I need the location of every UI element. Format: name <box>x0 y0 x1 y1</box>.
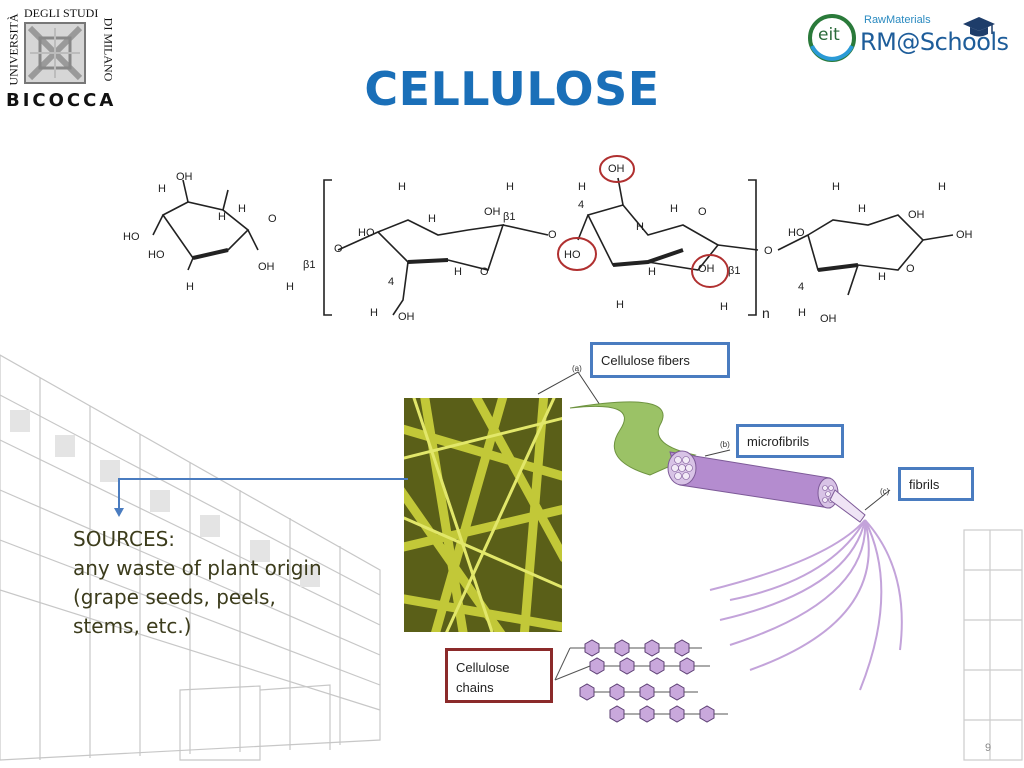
pointer-arrow <box>114 478 408 517</box>
svg-text:n: n <box>762 305 770 321</box>
svg-text:O: O <box>268 213 277 225</box>
svg-text:4: 4 <box>578 199 584 211</box>
cellulose-fiber-micrograph <box>404 398 562 632</box>
svg-text:H: H <box>616 299 624 311</box>
marker-b: (b) <box>720 440 730 449</box>
marker-c: (c) <box>880 487 890 496</box>
svg-text:O: O <box>764 245 773 257</box>
sources-heading: SOURCES: <box>73 527 176 551</box>
svg-text:H: H <box>238 203 246 215</box>
svg-text:HO: HO <box>788 227 805 239</box>
svg-text:OH: OH <box>820 313 837 325</box>
svg-text:4: 4 <box>798 281 804 293</box>
callout-fibrils: fibrils <box>898 467 974 501</box>
building-sketch-right <box>963 529 1023 761</box>
svg-text:OH: OH <box>398 311 415 323</box>
rm-schools-logo: eit RawMaterials RM@Schools <box>804 8 1018 68</box>
svg-text:HO: HO <box>123 231 140 243</box>
svg-text:OH: OH <box>608 163 625 175</box>
glucose-ring-4 <box>777 214 954 296</box>
svg-text:H: H <box>648 266 656 278</box>
svg-text:β1: β1 <box>503 211 515 223</box>
svg-text:4: 4 <box>388 276 394 288</box>
svg-text:HO: HO <box>564 249 581 261</box>
svg-text:O: O <box>698 206 707 218</box>
building-sketch <box>0 354 381 761</box>
svg-text:H: H <box>398 181 406 193</box>
graduation-cap-icon <box>963 17 995 37</box>
eit-label: eit <box>818 25 840 45</box>
svg-text:O: O <box>906 263 915 275</box>
callout-cellulose-fibers-label: Cellulose fibers <box>601 352 690 368</box>
svg-text:HO: HO <box>358 227 375 239</box>
university-emblem <box>24 22 86 84</box>
svg-text:H: H <box>938 181 946 193</box>
svg-text:HO: HO <box>148 249 165 261</box>
svg-text:O: O <box>548 229 557 241</box>
svg-text:O: O <box>334 243 343 255</box>
page-number: 9 <box>985 742 992 754</box>
svg-text:OH: OH <box>176 171 193 183</box>
marker-a: (a) <box>572 364 582 373</box>
svg-text:H: H <box>186 281 194 293</box>
callout-cellulose-fibers: Cellulose fibers <box>590 342 730 378</box>
svg-text:OH: OH <box>698 263 715 275</box>
slide-title: CELLULOSE <box>364 62 660 116</box>
callout-fibrils-label: fibrils <box>909 476 940 492</box>
svg-text:H: H <box>428 213 436 225</box>
svg-text:H: H <box>720 301 728 313</box>
university-logo: UNIVERSITÀ DEGLI STUDI DI MILANO BICOCCA <box>4 4 116 116</box>
highlight-circles <box>557 155 729 288</box>
svg-text:OH: OH <box>956 229 973 241</box>
svg-text:H: H <box>878 271 886 283</box>
svg-text:O: O <box>480 266 489 278</box>
glucose-ring-3 <box>577 177 759 271</box>
cellulose-hierarchy-diagram <box>537 371 903 723</box>
glucose-ring-1 <box>152 179 259 271</box>
callout-microfibrils-label: microfibrils <box>747 433 810 449</box>
svg-text:OH: OH <box>484 206 501 218</box>
svg-text:H: H <box>670 203 678 215</box>
bracket-right <box>748 179 757 316</box>
sources-body: any waste of plant origin (grape seeds, … <box>73 556 322 638</box>
svg-text:H: H <box>454 266 462 278</box>
callout-cellulose-chains: Cellulose chains <box>445 648 553 703</box>
callout-microfibrils: microfibrils <box>736 424 844 458</box>
svg-text:OH: OH <box>908 209 925 221</box>
svg-text:H: H <box>578 181 586 193</box>
svg-text:H: H <box>858 203 866 215</box>
university-logo-top: DEGLI STUDI <box>24 6 99 20</box>
svg-text:H: H <box>832 181 840 193</box>
glucose-ring-2 <box>337 219 549 316</box>
svg-text:H: H <box>798 307 806 319</box>
svg-text:β1: β1 <box>303 259 315 271</box>
rawmaterials-label: RawMaterials <box>864 14 931 26</box>
svg-text:H: H <box>636 221 644 233</box>
eit-circle-icon <box>808 14 856 62</box>
svg-text:H: H <box>158 183 166 195</box>
svg-text:H: H <box>286 281 294 293</box>
svg-text:β1: β1 <box>728 265 740 277</box>
bracket-left <box>323 179 332 316</box>
svg-text:H: H <box>370 307 378 319</box>
svg-text:OH: OH <box>258 261 275 273</box>
university-logo-bottom: BICOCCA <box>6 90 117 111</box>
svg-text:H: H <box>506 181 514 193</box>
svg-text:H: H <box>218 211 226 223</box>
sources-text: SOURCES: any waste of plant origin (grap… <box>73 525 333 641</box>
callout-cellulose-chains-label: Cellulose chains <box>456 660 510 695</box>
